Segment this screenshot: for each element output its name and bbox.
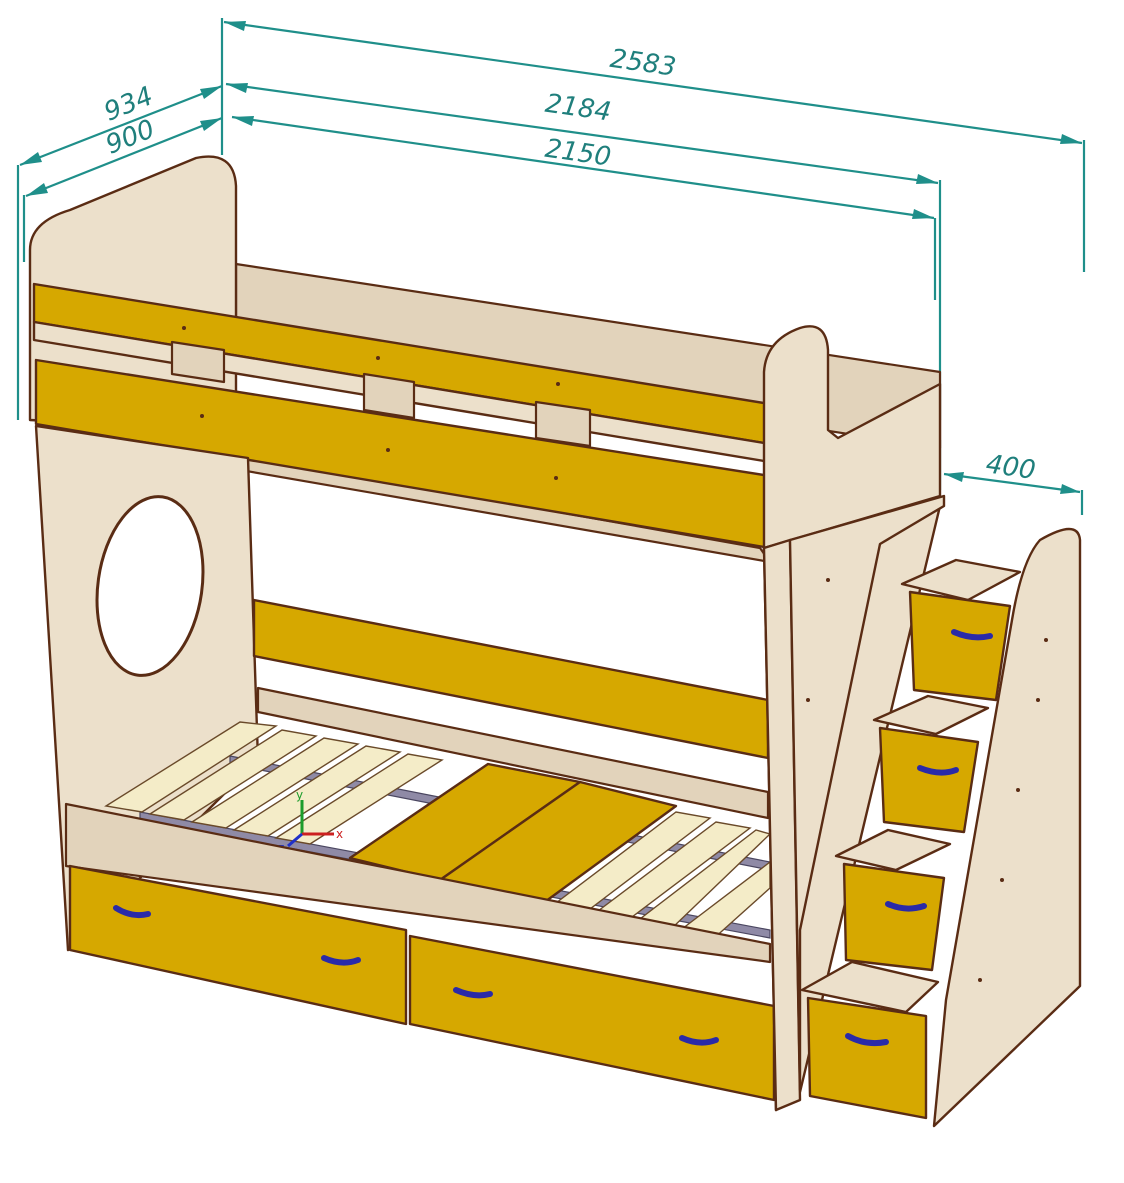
dim-line-depth-outer [19, 84, 223, 167]
staircase [800, 527, 1082, 1128]
stair-side-panel [932, 527, 1082, 1128]
upper-post-2 [362, 372, 416, 420]
drawer-right-handle-1[interactable] [453, 987, 493, 999]
drawer-right-handle-2[interactable] [679, 1035, 719, 1046]
slat-2 [148, 729, 318, 821]
dim-line-bed-length-inner [231, 115, 935, 220]
screw-marks [182, 326, 1048, 982]
drawers [68, 864, 776, 1102]
step-1-handle[interactable] [951, 629, 993, 641]
dimension-lines [16, 18, 1086, 515]
upper-post-1 [170, 340, 226, 384]
lower-bunk-back [252, 598, 770, 820]
dim-line-depth-inner [25, 116, 223, 198]
drawer-left[interactable] [68, 864, 408, 1026]
dim-label-stair-width: 400 [984, 449, 1037, 486]
dim-label-bed-length-outer: 2184 [543, 89, 613, 128]
drawer-right[interactable] [408, 934, 776, 1102]
step-4-tread [800, 960, 940, 1014]
axis-y-label: y [296, 788, 303, 802]
lower-front-rail [64, 802, 772, 964]
slat-1 [104, 721, 279, 813]
slat-base [104, 721, 772, 941]
step-4-drawer[interactable] [806, 996, 928, 1120]
dim-line-total-length [223, 20, 1083, 145]
slat-3 [190, 737, 360, 829]
porthole-opening [95, 495, 205, 677]
dim-label-bed-length-inner: 2150 [543, 134, 613, 173]
center-upright-edge [762, 538, 802, 1112]
axis-x-label: x [336, 827, 343, 841]
dim-line-bed-length-outer [225, 82, 939, 185]
step-3-handle[interactable] [885, 901, 927, 912]
slat-4 [232, 745, 402, 837]
slat-5 [274, 753, 444, 845]
step-4-handle[interactable] [845, 1033, 889, 1047]
upper-right-endboard [762, 325, 942, 550]
lower-back-base [256, 686, 770, 820]
drawer-left-handle-1[interactable] [113, 905, 151, 919]
dim-line-stair-width [943, 472, 1081, 494]
lower-back-rail [252, 598, 770, 760]
step-1-tread [900, 558, 1022, 602]
step-3-drawer[interactable] [842, 862, 946, 972]
upper-post-3 [534, 400, 592, 448]
drawer-left-handle-2[interactable] [321, 955, 361, 966]
stair-support-panel [788, 494, 946, 1092]
step-3-tread [834, 828, 952, 872]
step-2-drawer[interactable] [878, 726, 980, 834]
step-2-handle[interactable] [917, 765, 959, 776]
step-2-tread [872, 694, 990, 736]
step-1-drawer[interactable] [908, 590, 1012, 702]
